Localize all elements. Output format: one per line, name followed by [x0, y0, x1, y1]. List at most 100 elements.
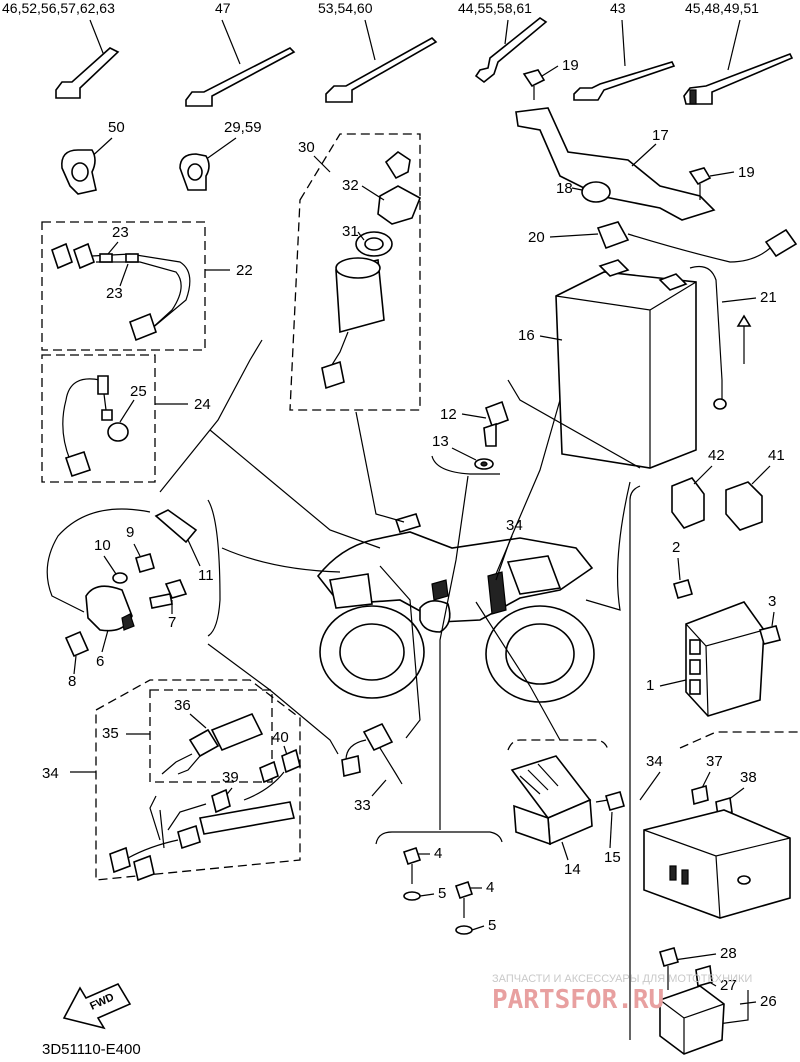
callout-23-b: 23	[106, 285, 123, 302]
control-unit-1	[685, 601, 765, 717]
callout-3: 3	[768, 593, 776, 610]
header-ref-45-51: 45,48,49,51	[685, 0, 759, 16]
battery-cable-21	[689, 265, 752, 410]
bolt-2	[673, 579, 693, 599]
callout-26: 26	[760, 993, 777, 1010]
cable-tie-44	[474, 17, 548, 84]
callout-50: 50	[108, 119, 125, 136]
nut-3	[759, 625, 781, 645]
battery-16	[555, 259, 697, 469]
callout-11: 11	[198, 567, 214, 584]
washer-5-a	[403, 891, 421, 901]
callout-33: 33	[354, 797, 371, 814]
group-34-fusebox-box	[679, 731, 800, 749]
group-34-box	[95, 679, 301, 881]
callout-28: 28	[720, 945, 737, 962]
callout-30: 30	[298, 139, 315, 156]
callout-34-frame: 34	[506, 517, 523, 534]
callout-1: 1	[646, 677, 654, 694]
main-harness-34	[109, 760, 295, 882]
callout-5-b: 5	[488, 917, 496, 934]
collar-8	[64, 630, 90, 658]
callout-22: 22	[236, 262, 253, 279]
callout-7: 7	[168, 614, 176, 631]
callout-40: 40	[272, 729, 289, 746]
callout-10: 10	[94, 537, 111, 554]
callout-15: 15	[604, 849, 621, 866]
callout-29-59: 29,59	[224, 119, 262, 136]
fuse-37	[691, 784, 709, 806]
connector-40	[243, 748, 301, 801]
ring-nut-31	[355, 231, 393, 257]
watermark-text: ЗАПЧАСТИ И АКСЕССУАРЫ ДЛЯ МОТОТЕХНИКИ	[492, 973, 752, 985]
wire-lead-22	[51, 242, 191, 342]
cable-tie-45	[683, 19, 794, 105]
callout-4-a: 4	[434, 845, 442, 862]
watermark-logo: PARTSFOR.RU	[492, 985, 664, 1015]
clip-29	[179, 153, 210, 191]
relay-41	[725, 481, 763, 531]
main-switch-body	[321, 257, 385, 390]
callout-13: 13	[432, 433, 449, 450]
callout-41: 41	[768, 447, 785, 464]
clip-50	[61, 149, 97, 195]
callout-35: 35	[102, 725, 119, 742]
callout-6: 6	[96, 653, 104, 670]
washer-13	[474, 458, 494, 470]
group-35-box	[149, 689, 273, 783]
washer-5-b	[455, 925, 473, 935]
bolt-7	[149, 579, 188, 609]
fuse-box-34	[643, 809, 791, 919]
cable-tie-53	[325, 19, 438, 103]
sub-harness-36	[161, 712, 264, 775]
header-ref-47: 47	[215, 0, 231, 16]
callout-39: 39	[222, 769, 239, 786]
damper-18	[581, 181, 611, 203]
plug-cap-11	[46, 508, 198, 613]
callout-21: 21	[760, 289, 777, 306]
callout-37: 37	[706, 753, 723, 770]
wire-lead-24	[62, 375, 129, 478]
group-22-box	[41, 221, 206, 351]
callout-24: 24	[194, 396, 211, 413]
callout-9: 9	[126, 524, 134, 541]
callout-12: 12	[440, 406, 457, 423]
group-14-box	[507, 739, 609, 751]
callout-18: 18	[556, 180, 573, 197]
bolt-9	[135, 553, 155, 573]
callout-34-fusebox: 34	[646, 753, 663, 770]
bolt-4-b	[454, 880, 474, 918]
cable-tie-46	[55, 19, 120, 99]
fuse-holder-20	[596, 221, 798, 263]
bracket-17	[515, 107, 716, 221]
atv-silhouette	[316, 513, 595, 703]
callout-19-a: 19	[562, 57, 579, 74]
fwd-arrow-icon: FWD	[62, 982, 132, 1030]
diagram-code: 3D51110-E400	[42, 1041, 141, 1058]
bolt-15	[595, 791, 625, 811]
callout-36: 36	[174, 697, 191, 714]
header-ref-43: 43	[610, 0, 626, 16]
bolt-28	[659, 947, 679, 990]
callout-31: 31	[342, 223, 359, 240]
fuse-27	[695, 964, 713, 988]
callout-25: 25	[130, 383, 147, 400]
callout-2: 2	[672, 539, 680, 556]
ignition-coil-6	[85, 585, 135, 632]
switch-12	[483, 400, 510, 447]
starter-relay-26	[659, 985, 725, 1055]
cable-tie-43	[573, 19, 676, 101]
header-ref-44-61: 44,55,58,61	[458, 0, 532, 16]
bolt-19-b	[688, 167, 712, 200]
group-24-box	[41, 354, 156, 483]
callout-8: 8	[68, 673, 76, 690]
callout-19-b: 19	[738, 164, 755, 181]
callout-32: 32	[342, 177, 359, 194]
callout-5-a: 5	[438, 885, 446, 902]
callout-38: 38	[740, 769, 757, 786]
bolt-4-a	[402, 846, 422, 884]
callout-17: 17	[652, 127, 669, 144]
callout-20: 20	[528, 229, 545, 246]
group-30-box	[289, 133, 421, 411]
